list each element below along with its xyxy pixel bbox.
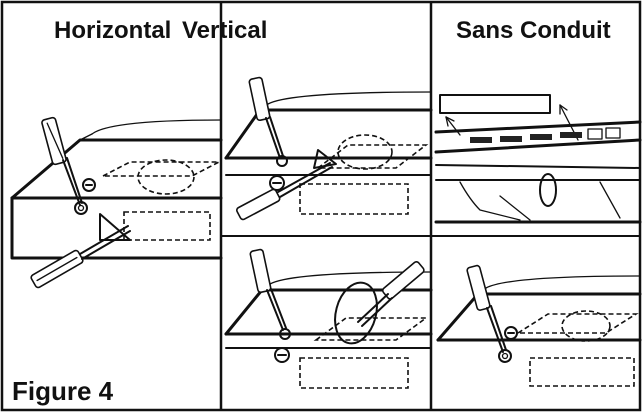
filter-panel	[439, 94, 551, 114]
minus-sign-icon	[274, 347, 290, 363]
screwdriver-icon	[248, 76, 284, 159]
screwdriver-icon	[466, 264, 507, 353]
minus-sign-icon	[504, 326, 518, 340]
minus-sign-icon	[82, 178, 96, 192]
panel-sans-conduit-bottom	[436, 264, 642, 387]
screwdriver-icon	[30, 225, 131, 289]
screwdriver-icon	[357, 261, 425, 327]
screwdriver-icon	[236, 162, 333, 221]
heading-horizontal: Horizontal	[54, 17, 171, 44]
screwdriver-icon	[41, 116, 83, 206]
panel-sans-conduit-top	[434, 94, 642, 224]
panel-horizontal	[10, 116, 223, 289]
screwdriver-icon	[249, 248, 287, 331]
heading-sans-conduit: Sans Conduit	[456, 17, 611, 44]
panel-vertical-bottom	[224, 248, 433, 389]
panel-vertical-top	[224, 76, 433, 221]
minus-sign-icon	[269, 175, 285, 191]
heading-vertical: Vertical	[182, 17, 267, 44]
figure-label: Figure 4	[12, 376, 114, 406]
